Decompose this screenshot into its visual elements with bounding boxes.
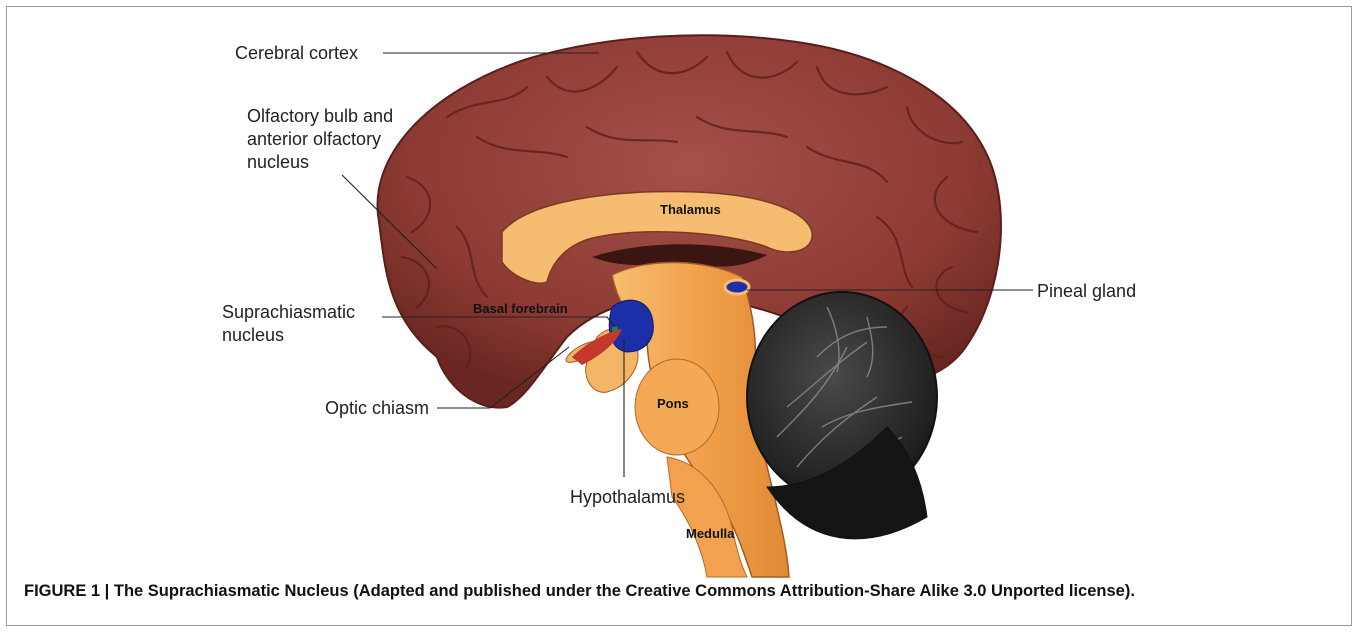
label-pons: Pons	[657, 396, 689, 411]
label-thalamus: Thalamus	[660, 202, 721, 217]
brain-diagram: Cerebral cortex Olfactory bulb and anter…	[7, 7, 1353, 627]
scn-blue-region	[609, 300, 653, 352]
label-medulla: Medulla	[686, 526, 735, 541]
label-basal-forebrain: Basal forebrain	[473, 301, 568, 316]
label-scn-line2: nucleus	[222, 325, 284, 345]
figure-caption: FIGURE 1 | The Suprachiasmatic Nucleus (…	[24, 582, 1135, 601]
label-olfactory-line3: nucleus	[247, 152, 309, 172]
label-scn-line1: Suprachiasmatic	[222, 302, 355, 322]
label-pineal-gland: Pineal gland	[1037, 281, 1136, 301]
pineal-shape	[725, 280, 749, 294]
figure-frame: Cerebral cortex Olfactory bulb and anter…	[6, 6, 1352, 626]
label-olfactory-line2: anterior olfactory	[247, 129, 381, 149]
label-optic-chiasm: Optic chiasm	[325, 398, 429, 418]
label-hypothalamus: Hypothalamus	[570, 487, 685, 507]
label-olfactory-line1: Olfactory bulb and	[247, 106, 393, 126]
label-cerebral-cortex: Cerebral cortex	[235, 43, 358, 63]
